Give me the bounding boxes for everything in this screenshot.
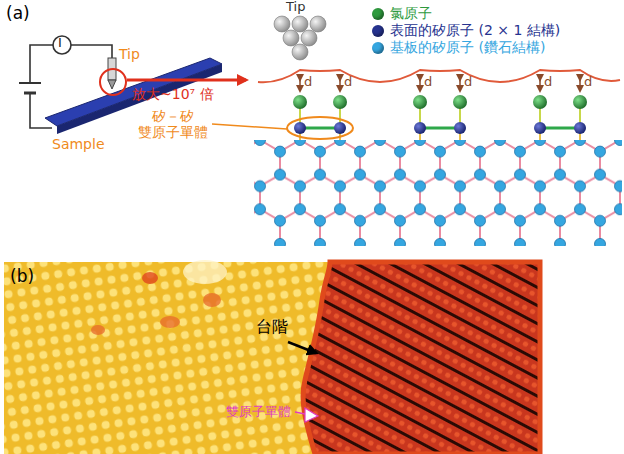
dimer-leader <box>295 412 305 414</box>
sample-bar <box>45 58 222 126</box>
stm-blobs <box>91 260 227 335</box>
ammeter-symbol <box>53 36 71 54</box>
panel-label: (b) <box>10 267 34 287</box>
legend-swatch <box>372 42 384 54</box>
ammeter-label: I <box>58 36 62 51</box>
zoom-arrow <box>127 79 246 82</box>
sample-label: Sample <box>52 136 105 152</box>
panel-label: (a) <box>6 4 30 24</box>
tip-trace <box>258 70 620 82</box>
magnification-label: 放大~10⁷ 倍 <box>132 86 214 102</box>
distance-label: d <box>304 75 312 90</box>
leader-line <box>212 124 287 129</box>
distance-arrows <box>300 80 580 91</box>
legend-text: 表面的矽原子 (2 × 1 結構) <box>390 23 560 38</box>
legend-swatch <box>372 25 384 37</box>
tip-label: Tip <box>119 46 140 62</box>
step-label: 台階 <box>256 318 288 336</box>
zoom-circle <box>100 69 126 95</box>
step-arrow <box>288 342 316 353</box>
tip-atoms <box>274 16 326 60</box>
distance-label: d <box>544 75 552 90</box>
substrate-lattice <box>254 140 622 246</box>
distance-label: d <box>424 75 432 90</box>
distance-label: d <box>584 75 592 90</box>
dimer-pointer <box>305 408 318 422</box>
sample-side <box>57 64 222 134</box>
stm-image <box>4 262 540 454</box>
dimer-label: 雙原子單體 <box>226 405 291 420</box>
legend-row: 氯原子 <box>372 6 432 21</box>
dimer-label: 矽－矽 雙原子單體 <box>134 108 212 140</box>
lower-terrace <box>303 262 540 454</box>
distance-label: d <box>344 75 352 90</box>
tip-label: Tip <box>286 0 305 15</box>
legend-row: 表面的矽原子 (2 × 1 結構) <box>372 23 560 38</box>
tip-symbol <box>108 58 116 89</box>
surface-si-atoms <box>294 122 586 134</box>
legend-swatch <box>372 8 384 20</box>
legend-text: 氯原子 <box>390 6 432 21</box>
chlorine-atoms <box>293 95 587 109</box>
legend-text: 基板的矽原子 (鑽石結構) <box>390 40 545 55</box>
distance-label: d <box>464 75 472 90</box>
legend-row: 基板的矽原子 (鑽石結構) <box>372 40 545 55</box>
dimer-ellipse <box>287 117 353 139</box>
